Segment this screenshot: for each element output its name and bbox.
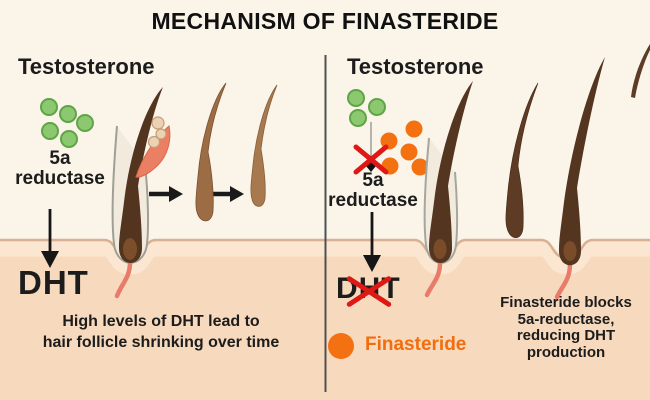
dht-blocked-x-icon bbox=[343, 274, 395, 308]
dermal-papilla-icon bbox=[424, 260, 443, 298]
dht-label-left: DHT bbox=[18, 264, 89, 301]
page-title: MECHANISM OF FINASTERIDE bbox=[151, 8, 499, 34]
finasteride-legend-label: Finasteride bbox=[365, 334, 467, 355]
hair-strand-edge bbox=[631, 44, 650, 98]
hair-shaft bbox=[119, 87, 163, 263]
hair-follicle-healthy-left bbox=[111, 87, 171, 299]
testosterone-label-left: Testosterone bbox=[18, 54, 155, 79]
arrow-right-icon-2 bbox=[212, 186, 244, 202]
shrinking-hair-small bbox=[250, 84, 278, 207]
hair-follicle-healthy-right-1 bbox=[423, 81, 473, 298]
shrinking-hair-medium bbox=[195, 82, 227, 222]
testosterone-label-right: Testosterone bbox=[347, 54, 484, 79]
caption-left: High levels of DHT lead to hair follicle… bbox=[42, 313, 280, 351]
enzyme-label-right: 5a reductase bbox=[328, 170, 418, 211]
testosterone-molecules-right bbox=[347, 89, 386, 127]
blocked-x-icon bbox=[353, 144, 389, 175]
enzyme-label-left: 5a reductase bbox=[15, 148, 105, 189]
testosterone-molecules-left bbox=[40, 98, 94, 148]
dermal-papilla-icon bbox=[114, 259, 133, 299]
finasteride-dot-icon bbox=[328, 333, 354, 359]
arrow-down-icon-right bbox=[363, 212, 381, 272]
gland-lobes bbox=[147, 116, 167, 149]
hair-bulb-highlight bbox=[123, 238, 137, 260]
arrow-right-icon bbox=[149, 186, 183, 202]
dermal-papilla-icon bbox=[554, 261, 573, 300]
caption-right: Finasteride blocks 5a-reductase, reducin… bbox=[500, 294, 632, 361]
healthy-hair-middle bbox=[505, 82, 539, 239]
arrow-down-icon-left bbox=[41, 209, 59, 268]
hair-follicle-healthy-right-2 bbox=[554, 57, 605, 300]
